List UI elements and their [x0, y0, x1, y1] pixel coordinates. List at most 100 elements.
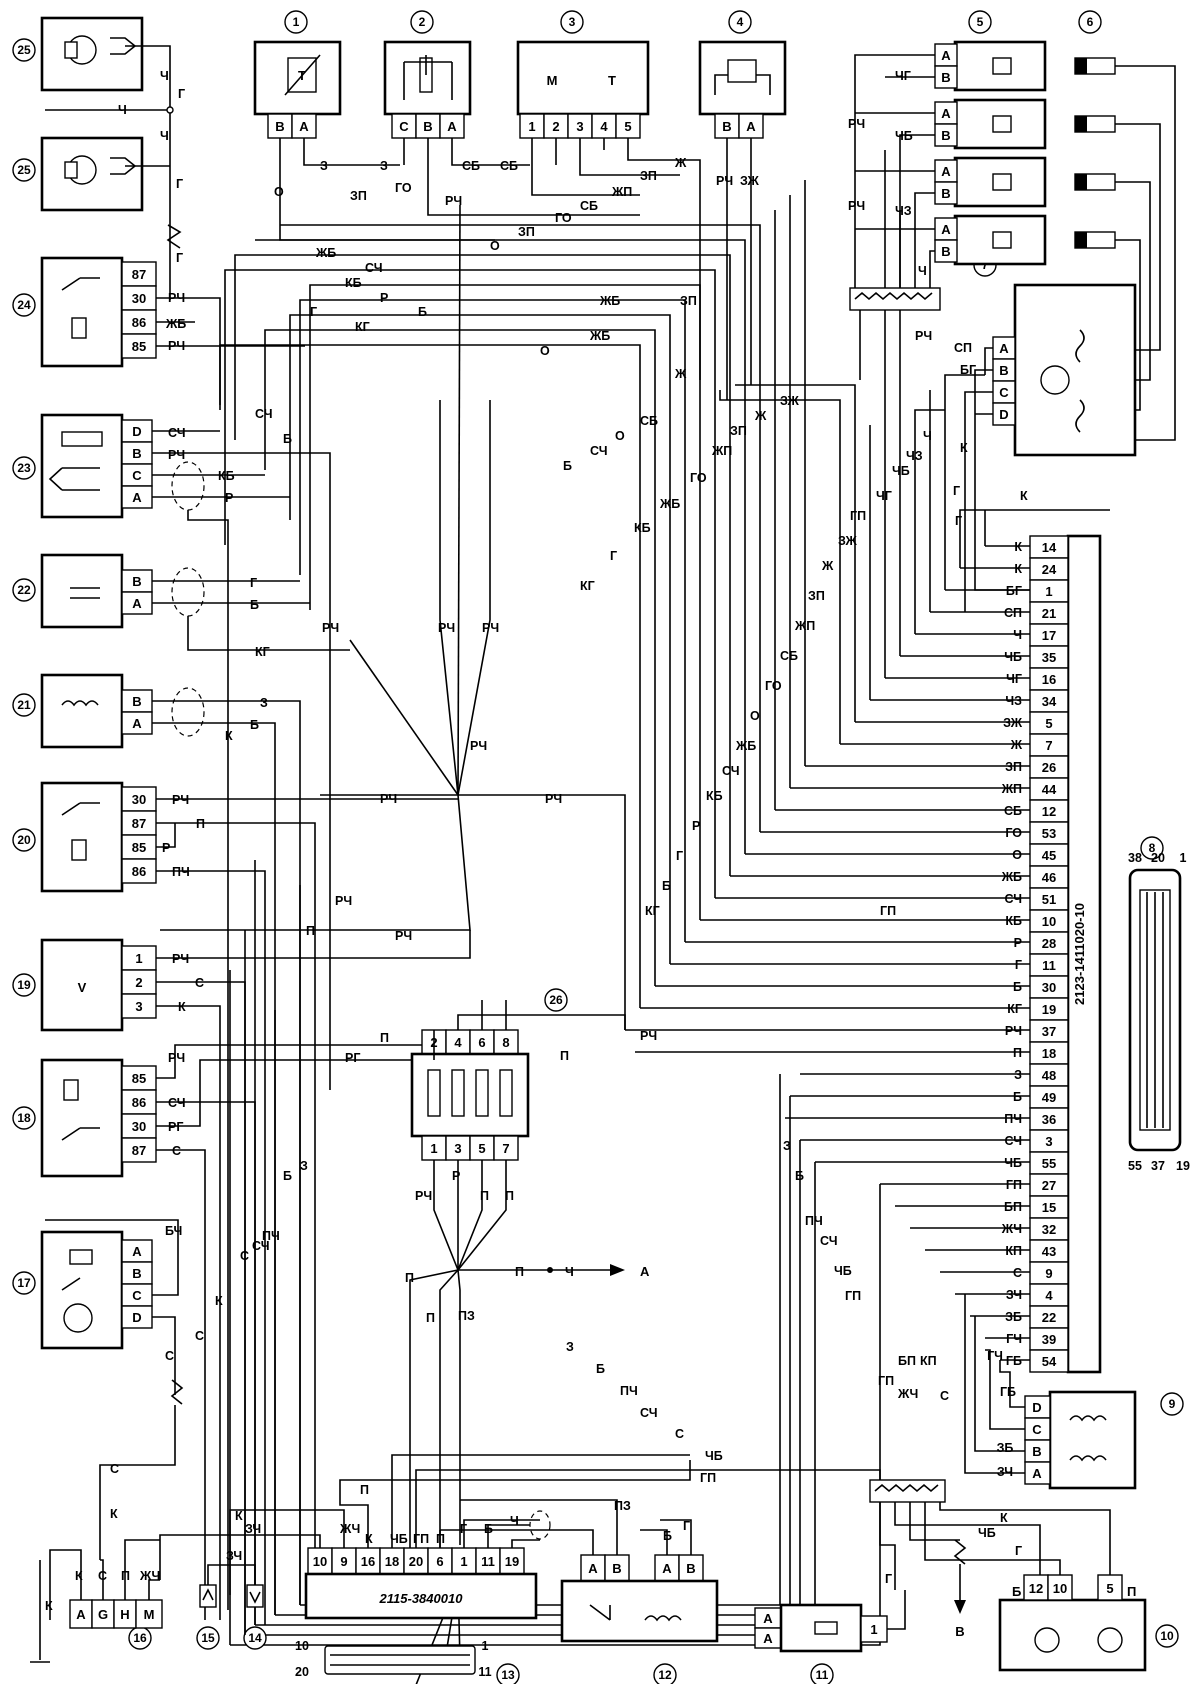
svg-text:4: 4 [454, 1035, 462, 1050]
svg-text:С: С [132, 1288, 142, 1303]
svg-text:В: В [999, 363, 1008, 378]
svg-text:11: 11 [478, 1665, 491, 1679]
svg-text:В: В [941, 186, 950, 201]
svg-text:ЗП: ЗП [640, 169, 657, 183]
ecu-wire-label: ГЧ [1006, 1332, 1022, 1346]
svg-text:РЧ: РЧ [915, 329, 932, 343]
component-23: D В С А [40, 413, 153, 519]
svg-text:3: 3 [576, 119, 583, 134]
svg-text:БП: БП [898, 1354, 916, 1368]
svg-text:М: М [144, 1607, 155, 1622]
svg-text:П: П [380, 1031, 389, 1045]
svg-text:СЧ: СЧ [168, 426, 186, 440]
svg-text:3: 3 [454, 1141, 461, 1156]
svg-text:Г: Г [676, 849, 683, 863]
svg-text:В: В [612, 1561, 621, 1576]
svg-text:Г: Г [178, 87, 185, 101]
svg-text:ПЧ: ПЧ [620, 1384, 638, 1398]
label-25b: 25 [17, 163, 31, 177]
svg-text:С: С [172, 1144, 181, 1158]
svg-text:А: А [299, 119, 309, 134]
component-3: М Т 1 2 3 4 5 [516, 40, 650, 139]
svg-text:В: В [1032, 1444, 1041, 1459]
svg-text:Р: Р [692, 819, 700, 833]
svg-text:ГП: ГП [850, 509, 866, 523]
svg-text:С: С [110, 1462, 119, 1476]
svg-text:СБ: СБ [462, 159, 480, 173]
svg-text:РГ: РГ [345, 1051, 360, 1065]
svg-text:А: А [1032, 1466, 1042, 1481]
svg-text:D: D [999, 407, 1008, 422]
ecu-wire-label: К [1014, 562, 1022, 576]
svg-text:К: К [75, 1569, 83, 1583]
svg-text:ГП: ГП [413, 1532, 429, 1546]
svg-text:ЧЗ: ЧЗ [906, 449, 923, 463]
ecu-pin-number: 53 [1042, 826, 1056, 841]
svg-text:Б: Б [795, 1169, 804, 1183]
svg-text:Г: Г [460, 1522, 467, 1536]
svg-text:V: V [78, 980, 87, 995]
label-26: 26 [549, 993, 563, 1007]
svg-text:С: С [999, 385, 1009, 400]
ecu-pin-cell [1029, 1349, 1069, 1373]
svg-text:85: 85 [132, 1071, 146, 1086]
label-24: 24 [17, 298, 31, 312]
svg-text:КБ: КБ [634, 521, 651, 535]
svg-text:ПЗ: ПЗ [614, 1499, 631, 1513]
svg-text:Г: Г [250, 576, 257, 590]
svg-text:ЗП: ЗП [518, 225, 535, 239]
svg-text:П: П [480, 1189, 489, 1203]
svg-text:10: 10 [313, 1554, 327, 1569]
svg-text:РЧ: РЧ [482, 621, 499, 635]
svg-text:G: G [98, 1607, 108, 1622]
component-20: 30 87 85 86 [40, 781, 157, 893]
svg-text:А: А [941, 48, 951, 63]
ecu-wire-label: ЖП [1001, 782, 1022, 796]
svg-text:РЧ: РЧ [380, 792, 397, 806]
svg-text:Г: Г [176, 177, 183, 191]
svg-text:7: 7 [502, 1141, 509, 1156]
svg-text:Р: Р [162, 841, 170, 855]
svg-text:ЧГ: ЧГ [895, 69, 911, 83]
ecu-wire-label: СЧ [1005, 1134, 1023, 1148]
svg-text:КБ: КБ [706, 789, 723, 803]
svg-text:ЗП: ЗП [350, 189, 367, 203]
svg-text:37: 37 [1151, 1159, 1165, 1173]
svg-text:30: 30 [132, 291, 146, 306]
svg-text:Г: Г [953, 484, 960, 498]
svg-text:РЧ: РЧ [322, 621, 339, 635]
svg-text:В: В [423, 119, 432, 134]
svg-text:В: В [275, 119, 284, 134]
svg-text:РЧ: РЧ [848, 117, 865, 131]
svg-text:С: С [940, 1389, 949, 1403]
svg-text:П: П [426, 1311, 435, 1325]
svg-text:ЧБ: ЧБ [978, 1526, 996, 1540]
svg-text:З: З [380, 159, 388, 173]
ecu-pin-number: 16 [1042, 672, 1056, 687]
component-16: А G Н М [69, 1599, 163, 1629]
svg-text:Б: Б [663, 1529, 672, 1543]
svg-text:Б: Б [662, 879, 671, 893]
component-25-bottom [40, 136, 145, 212]
ecu-pin-column: 14К24К1БГ21СП17Ч35ЧБ16ЧГ34ЧЗ5ЗЖ7Ж26ЗП44Ж… [1001, 535, 1069, 1373]
svg-text:86: 86 [132, 1095, 146, 1110]
ecu-pin-number: 12 [1042, 804, 1056, 819]
svg-text:Р: Р [452, 1169, 460, 1183]
label-15: 15 [201, 1631, 215, 1645]
svg-text:С: С [195, 976, 204, 990]
ecu-wire-label: Ж [1010, 738, 1023, 752]
c13-part-number: 2115-3840010 [379, 1591, 464, 1606]
svg-text:Т: Т [608, 73, 616, 88]
svg-text:ГП: ГП [845, 1289, 861, 1303]
svg-text:ЖЧ: ЖЧ [339, 1522, 360, 1536]
ecu-pin-number: 35 [1042, 650, 1056, 665]
svg-text:А: А [941, 106, 951, 121]
ecu-pin-number: 7 [1045, 738, 1052, 753]
svg-text:86: 86 [132, 864, 146, 879]
ecu-pin-number: 32 [1042, 1222, 1056, 1237]
label-17: 17 [17, 1276, 31, 1290]
svg-text:А: А [132, 716, 142, 731]
svg-text:К: К [45, 1599, 53, 1613]
ecu-wire-label: ГБ [1006, 1354, 1022, 1368]
